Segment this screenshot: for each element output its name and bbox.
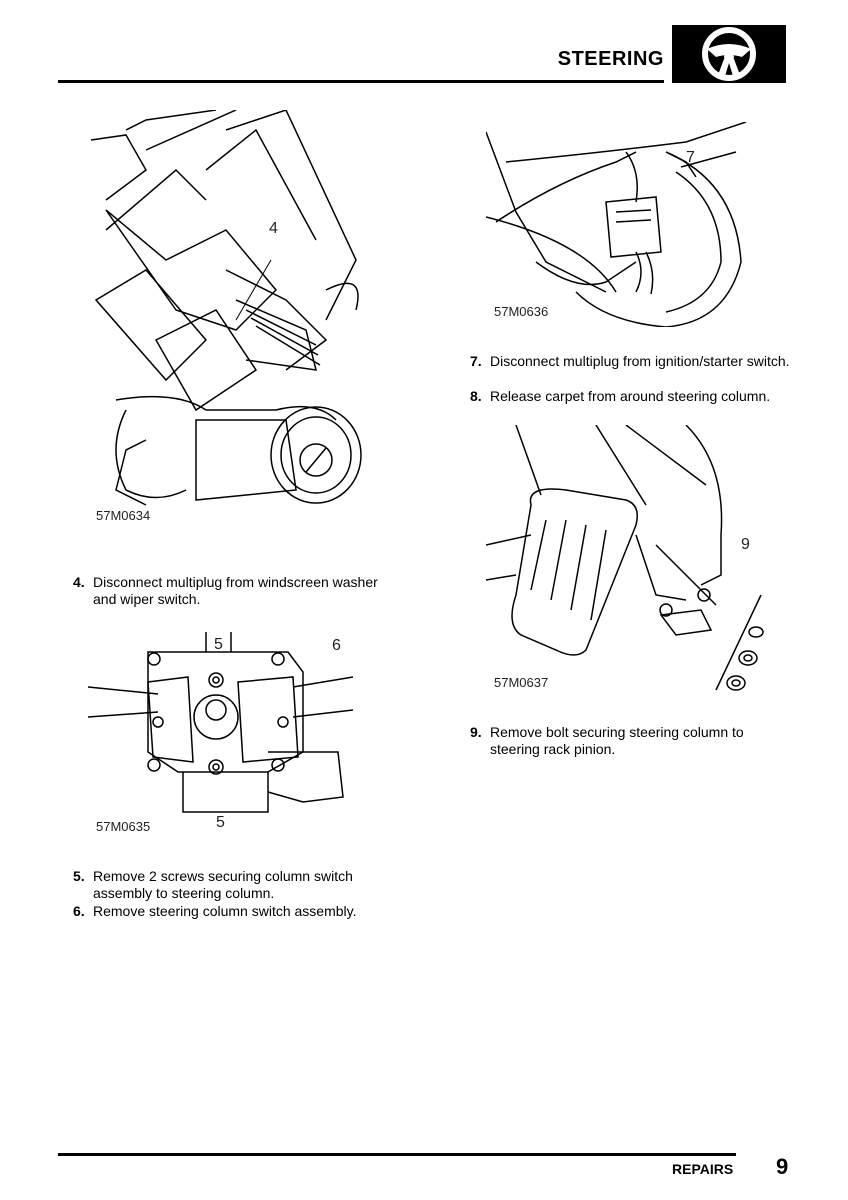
section-title: STEERING [557,48,664,70]
step-4: 4. Disconnect multiplug from windscreen … [73,574,393,608]
step-8: 8. Release carpet from around steering c… [470,388,790,405]
figure-57m0635: 5 6 5 57M0635 [88,632,363,834]
figure-57m0636: 7 57M0636 [486,122,750,327]
page-number: 9 [776,1154,789,1179]
step-text: Disconnect multiplug from windscreen was… [93,574,378,607]
step-number: 9. [470,724,482,740]
step-number: 7. [470,353,482,369]
step-text: Remove steering column switch assembly. [93,903,357,919]
steering-wheel-icon [672,25,786,83]
step-7: 7. Disconnect multiplug from ignition/st… [470,353,790,370]
step-text: Disconnect multiplug from ignition/start… [490,353,790,369]
step-9: 9. Remove bolt securing steering column … [470,724,790,758]
callout-label: 5 [216,814,225,831]
step-number: 8. [470,388,482,404]
footer-rule [58,1153,736,1156]
step-text: Remove bolt securing steering column to … [490,724,744,757]
callout-label: 7 [686,149,695,166]
callout-label: 6 [332,637,341,654]
step-number: 6. [73,903,85,919]
step-text: Release carpet from around steering colu… [490,388,771,404]
figure-code: 57M0635 [96,819,151,834]
figure-57m0634: 4 57M0634 [86,110,376,523]
step-text: Remove 2 screws securing column switch a… [93,868,353,901]
callout-label: 5 [214,636,223,653]
callout-label: 9 [741,536,750,553]
step-5: 5. Remove 2 screws securing column switc… [73,868,393,902]
step-number: 5. [73,868,85,884]
figure-code: 57M0634 [96,508,151,523]
step-6: 6. Remove steering column switch assembl… [73,903,393,920]
figure-code: 57M0637 [494,675,549,690]
step-number: 4. [73,574,85,590]
footer-section-label: REPAIRS [672,1161,734,1177]
figure-code: 57M0636 [494,304,549,319]
callout-label: 4 [269,220,278,237]
figure-57m0637: 9 57M0637 [486,425,766,695]
header-rule [58,80,664,83]
